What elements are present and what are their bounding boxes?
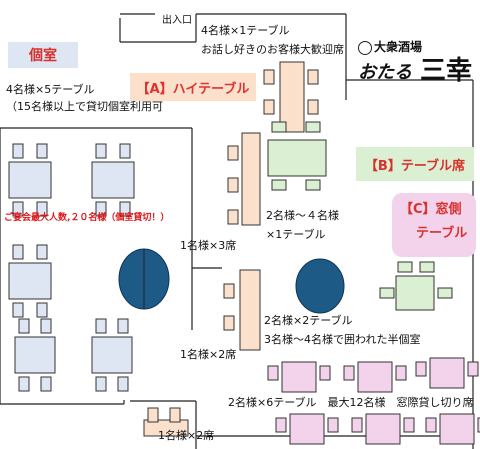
chair — [307, 69, 319, 85]
note-semi2: 3名様～4名様で囲われた半個室 — [264, 333, 421, 346]
chair — [95, 318, 107, 334]
chair — [307, 99, 319, 115]
entrance-label: 出入口 — [162, 15, 192, 26]
logo-small-text: 大衆酒場 — [374, 40, 423, 54]
chair — [12, 143, 24, 159]
chair — [397, 261, 413, 273]
banquet-note: ご宴会最大人数,２０名様（個室貸切！） — [4, 213, 170, 223]
window-table — [365, 413, 401, 445]
chair — [117, 376, 129, 392]
logo-emblem-icon — [358, 41, 372, 55]
chair — [263, 99, 275, 115]
chair — [305, 121, 321, 133]
chair — [263, 69, 275, 85]
window-table — [395, 275, 435, 311]
logo-name-text: おたる — [358, 62, 412, 83]
chair — [327, 417, 339, 433]
chair — [351, 417, 363, 433]
round-table — [295, 258, 345, 314]
chair — [119, 201, 131, 217]
chair — [40, 376, 52, 392]
private-table — [8, 262, 52, 300]
chair — [477, 417, 480, 433]
note-counter-upper: 1名様×3席 — [180, 239, 237, 252]
window-table — [281, 361, 317, 393]
chair — [12, 302, 24, 318]
high-table — [279, 61, 305, 133]
chair — [95, 376, 107, 392]
note-top1: 4名様×1テーブル — [201, 24, 290, 37]
chair — [227, 177, 239, 193]
logo: 大衆酒場 おたる 三幸 — [356, 36, 474, 98]
private-room-line2: （15名様以上で貸切個室利用可 — [6, 100, 163, 113]
b-table — [267, 139, 327, 177]
counter — [239, 269, 261, 351]
logo-kanji-text: 三幸 — [420, 56, 473, 86]
chair — [40, 318, 52, 334]
note-b2: ×1テーブル — [266, 228, 326, 241]
private-table — [91, 336, 133, 374]
chair — [36, 143, 48, 159]
private-table — [14, 336, 56, 374]
counter — [241, 132, 261, 226]
chair — [169, 407, 181, 423]
note-window: 2名様×6テーブル 最大12名様 窓際貸し切り席 — [228, 396, 474, 409]
note-top2: お話し好きのお客様大歓迎席 — [201, 43, 344, 56]
chair — [379, 287, 395, 299]
chair — [305, 179, 321, 191]
note-counter-lower: 1名様×2席 — [180, 348, 237, 361]
chair — [275, 417, 287, 433]
note-bottom-counter: 1名様×2席 — [158, 429, 215, 442]
chair — [403, 417, 415, 433]
chair — [271, 121, 287, 133]
chair — [12, 244, 24, 260]
chair — [227, 145, 239, 161]
window-table — [439, 413, 475, 445]
chair — [117, 318, 129, 334]
chair — [95, 201, 107, 217]
chair — [415, 361, 427, 377]
chair — [267, 365, 279, 381]
private-room-line1: 4名様×5テーブル — [6, 83, 95, 96]
chair — [36, 244, 48, 260]
chair — [419, 261, 435, 273]
chair — [395, 365, 407, 381]
private-table — [91, 161, 135, 199]
chair — [223, 315, 235, 331]
chair — [271, 179, 287, 191]
chair — [319, 365, 331, 381]
chair — [227, 209, 239, 225]
window-table — [357, 361, 393, 393]
window-table — [429, 357, 465, 389]
area-a-label: 【A】ハイテーブル — [130, 73, 256, 101]
chair — [343, 365, 355, 381]
area-c-label: 【C】窓側 テーブル — [392, 193, 476, 257]
chair — [147, 407, 159, 423]
chair — [36, 302, 48, 318]
chair — [437, 287, 453, 299]
chair — [36, 201, 48, 217]
area-b-label: 【B】テーブル席 — [356, 147, 474, 181]
chair — [18, 376, 30, 392]
chair — [119, 143, 131, 159]
chair — [95, 143, 107, 159]
chair — [425, 417, 437, 433]
chair — [18, 318, 30, 334]
window-table — [289, 413, 325, 445]
private-table — [8, 161, 52, 199]
area-c-line1: 【C】窓側 — [400, 202, 462, 217]
note-b1: 2名様～４名様 — [266, 209, 339, 222]
area-c-line2: テーブル — [416, 226, 468, 241]
chair — [467, 361, 479, 377]
private-room-title: 個室 — [8, 42, 78, 68]
chair — [223, 283, 235, 299]
chair — [12, 201, 24, 217]
note-semi1: 2名様×2テーブル — [264, 314, 353, 327]
counter — [143, 419, 189, 437]
